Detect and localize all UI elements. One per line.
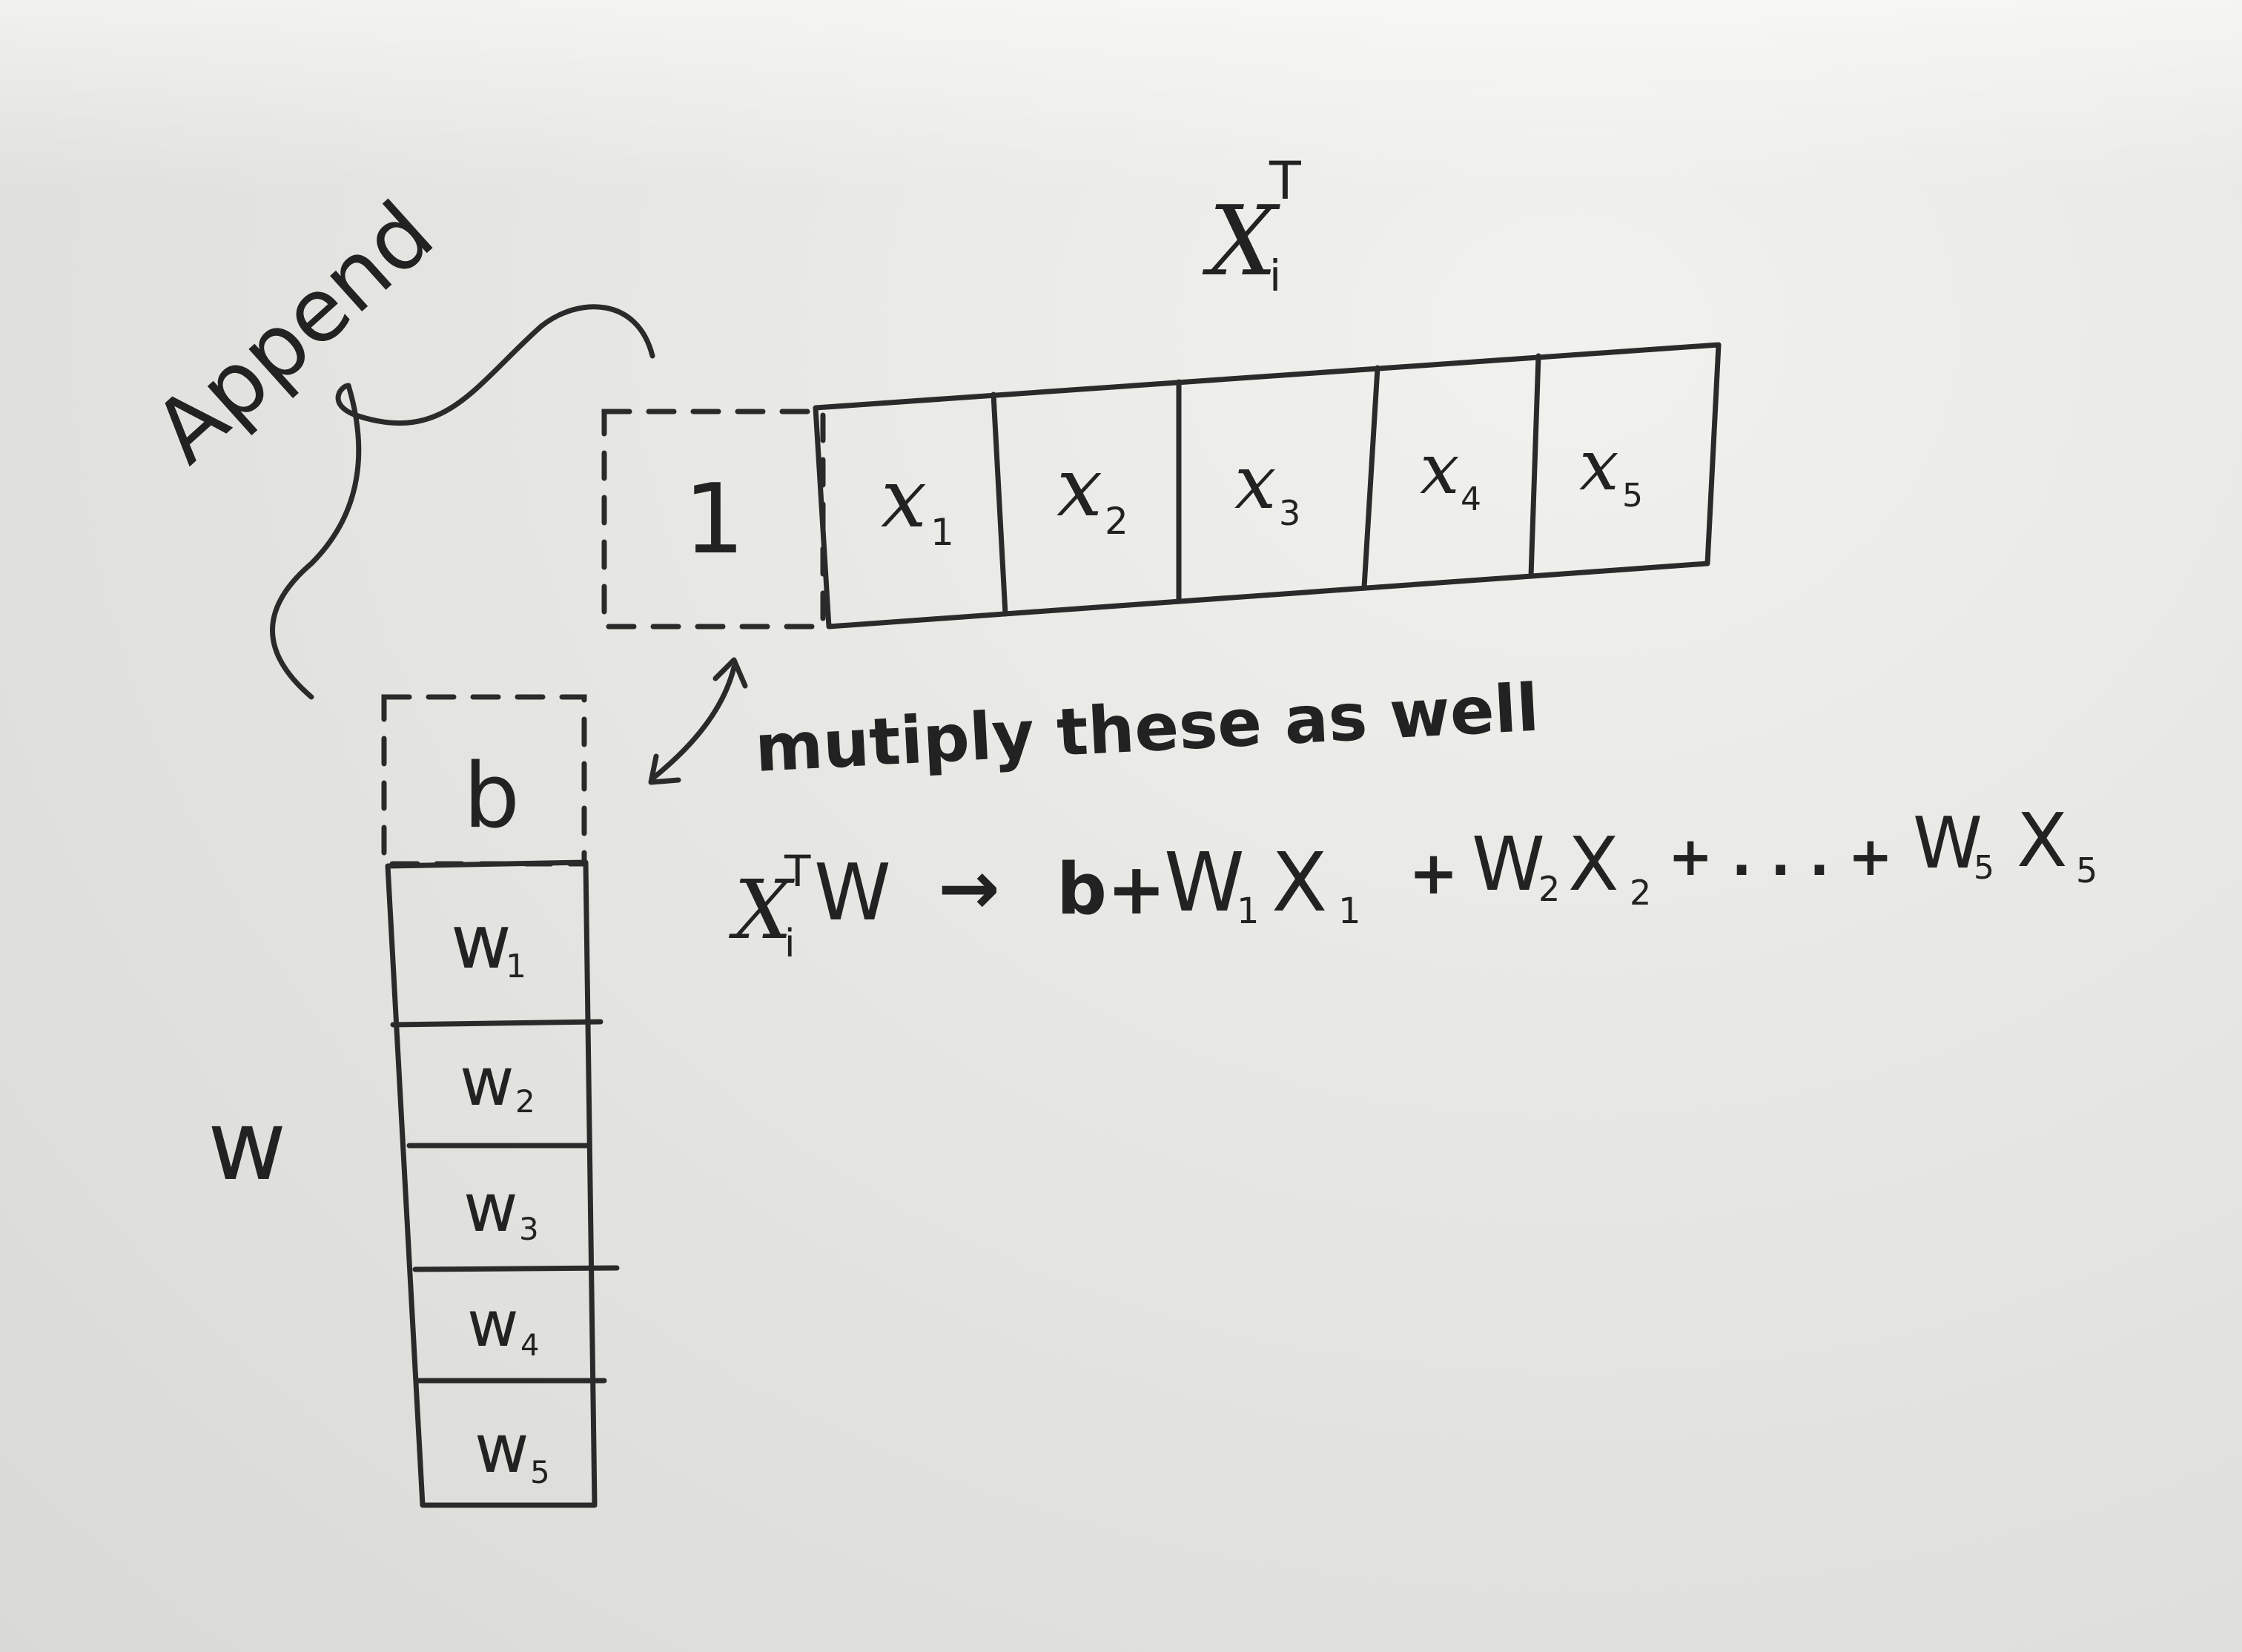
equation-term-3-sub: 2 [1538,869,1560,909]
append-label: Append [134,182,452,483]
row-vector [813,342,1722,630]
column-vector [385,859,620,1508]
equation-term-2-main: X [1272,835,1327,930]
equation-lhs-main: X [728,862,795,957]
double-arrow-head-top [712,657,748,689]
double-arrow [649,664,737,782]
xiT-title-sup: T [1269,151,1301,211]
equation-term-3-main: W [1472,821,1545,908]
equation-term-6-sub: 5 [2076,850,2097,891]
equation-term-1-main: W [1164,835,1245,930]
equation-term-6-main: X [2017,797,2068,884]
row-cell-x3-main: x [1234,439,1276,526]
column-vector-outline [385,859,598,1508]
row-cell-x3: x 3 [1234,439,1300,533]
column-cell-w1-sub: 1 [506,948,526,985]
equation-term-4-sub: 2 [1630,873,1651,913]
column-cell-w2: w 2 [460,1043,535,1121]
column-cell-w2-main: w [460,1043,515,1121]
light-glare [0,0,2242,193]
row-cell-x2-sub: 2 [1105,500,1128,543]
column-cell-w1-main: w [451,899,512,985]
row-cell-x2: x 2 [1056,440,1128,543]
row-cell-x4: x 4 [1420,429,1481,518]
equation-term-2-sub: 1 [1338,891,1361,932]
column-divider-3 [412,1265,620,1272]
double-arrow-head-bottom [648,753,681,785]
column-cell-w3-main: w [463,1169,518,1247]
column-cell-w2-sub: 2 [515,1083,535,1120]
multiply-note: mutiply these as well [753,670,1541,787]
equation-term-5-prefix: + . . . + [1668,825,1893,888]
row-bias-value: 1 [684,463,745,575]
row-cell-x1-sub: 1 [930,511,954,554]
equation-term-5-sub: 5 [1974,849,1994,887]
xiT-title-main: X [1202,185,1280,297]
equation-lhs-w: W [814,848,891,938]
column-cell-w4-sub: 4 [520,1329,539,1363]
row-cell-x1: x 1 [881,451,954,554]
equation-term-5-main: W [1913,803,1983,885]
equation-term-3-prefix: + [1409,839,1458,908]
equation-lhs-sub: i [784,922,795,966]
row-divider-4 [1528,353,1541,579]
column-divider-1 [390,1019,604,1028]
row-cell-x2-main: x [1056,440,1102,535]
equation-lhs-sup: T [784,846,811,896]
column-cell-w4: w 4 [467,1288,539,1363]
row-vector-outline [813,342,1722,630]
row-cell-x1-main: x [881,451,927,546]
append-brace [270,304,655,700]
column-cell-w1: w 1 [451,899,526,985]
column-cell-w3: w 3 [463,1169,539,1247]
equation-term-0-prefix: b+ [1056,849,1166,931]
row-cell-x4-main: x [1420,429,1460,510]
equation-arrow: → [938,845,1000,931]
equation-term-4-main: X [1568,821,1619,908]
equation: X T i W → b+ W 1 X 1 + W 2 X 2 + . . . +… [728,797,2097,966]
row-cell-x5-sub: 5 [1622,477,1643,515]
row-divider-3 [1361,365,1380,590]
column-cell-w5: w 5 [474,1410,550,1490]
column-cell-w3-sub: 3 [519,1211,539,1247]
equation-term-1-sub: 1 [1237,891,1260,932]
w-vector-label: w [208,1089,286,1202]
xiT-title-sub: i [1269,251,1281,301]
column-bias-value: b [463,745,520,848]
column-cell-w4-main: w [467,1288,519,1361]
row-cell-x5: x 5 [1579,425,1643,515]
row-divider-1 [991,391,1008,617]
row-cell-x3-sub: 3 [1279,493,1300,533]
row-cell-x5-main: x [1579,425,1619,506]
column-cell-w5-main: w [474,1410,529,1488]
row-cell-x4-sub: 4 [1461,480,1481,518]
column-cell-w5-sub: 5 [530,1454,550,1490]
